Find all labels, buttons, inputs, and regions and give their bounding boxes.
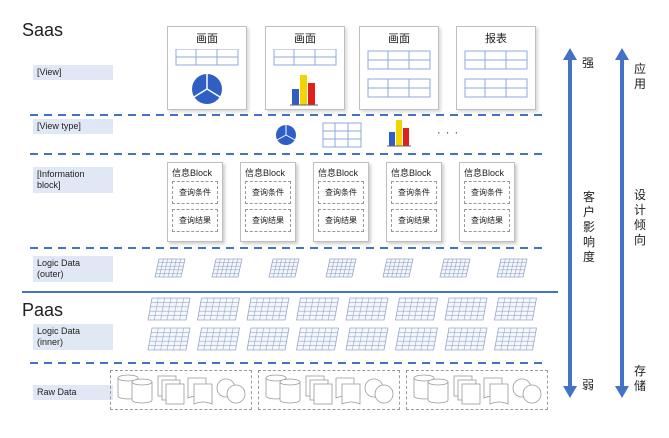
customer-influence-arrow bbox=[563, 48, 577, 398]
layer-label-logic-inner-line2: (inner) bbox=[37, 337, 64, 347]
layer-label-information-block-line1: [Information bbox=[37, 169, 85, 179]
raw-data-group-3 bbox=[406, 370, 548, 410]
tables-icon bbox=[367, 50, 431, 98]
info-block-3: 信息Block 查询条件 查询结果 bbox=[313, 162, 369, 242]
info-block-5: 信息Block 查询条件 查询结果 bbox=[459, 162, 515, 242]
axis-right-bottom: 存储 bbox=[633, 364, 646, 393]
view-panel-graphic bbox=[273, 49, 337, 106]
logic-inner-grid-icon bbox=[395, 327, 438, 351]
logic-inner-grid-icon bbox=[296, 327, 339, 351]
logic-inner-grid-icon bbox=[345, 327, 389, 351]
paas-tier-label: Paas bbox=[22, 300, 64, 320]
logic-inner-grid-icon bbox=[444, 327, 488, 351]
logic-inner-grid-icon bbox=[444, 297, 488, 321]
query-condition-box: 查询条件 bbox=[318, 181, 364, 204]
logic-inner-grid-icon bbox=[246, 297, 290, 321]
logic-outer-grid-icon bbox=[211, 258, 243, 278]
view-type-pie-icon bbox=[276, 125, 296, 145]
view-panel-title: 画面 bbox=[294, 33, 316, 45]
logic-outer-grid-icon bbox=[268, 258, 300, 278]
layer-label-logic-outer-line2: (outer) bbox=[37, 269, 64, 279]
view-panel-1: 画面 bbox=[167, 26, 247, 110]
layer-label-view-type: [View type] bbox=[33, 119, 113, 134]
bar-chart-icon bbox=[290, 75, 318, 106]
raw-data-group-2 bbox=[258, 370, 400, 410]
axis-right-middle: 设计倾向 bbox=[633, 188, 646, 247]
info-block-title: 信息Block bbox=[391, 168, 432, 178]
info-block-title: 信息Block bbox=[318, 168, 359, 178]
layer-label-logic-outer: Logic Data (outer) bbox=[33, 256, 113, 282]
query-result-box: 查询结果 bbox=[318, 209, 364, 232]
logic-inner-grid-icon bbox=[494, 327, 537, 351]
query-result-box: 查询结果 bbox=[245, 209, 291, 232]
logic-inner-grid-icon bbox=[147, 327, 191, 351]
layer-label-view: [View] bbox=[33, 65, 113, 80]
layer-label-logic-inner: Logic Data (inner) bbox=[33, 324, 113, 350]
view-panel-2: 画面 bbox=[265, 26, 345, 110]
view-panel-3: 画面 bbox=[359, 26, 439, 110]
info-block-4: 信息Block 查询条件 查询结果 bbox=[386, 162, 442, 242]
axis-left-top: 强 bbox=[581, 56, 595, 71]
query-condition-box: 查询条件 bbox=[464, 181, 510, 204]
logic-outer-grid-icon bbox=[496, 258, 528, 278]
logic-inner-grid-icon bbox=[147, 297, 191, 321]
query-result-box: 查询结果 bbox=[172, 209, 218, 232]
layer-label-information-block-line2: block] bbox=[37, 180, 61, 190]
logic-inner-grid-icon bbox=[345, 297, 389, 321]
query-result-box: 查询结果 bbox=[464, 209, 510, 232]
logic-inner-grid-icon bbox=[197, 297, 240, 321]
view-panel-title: 画面 bbox=[196, 33, 218, 45]
logic-inner-grid-icon bbox=[494, 297, 537, 321]
logic-inner-grid-icon bbox=[246, 327, 290, 351]
axis-left-bottom: 弱 bbox=[581, 378, 595, 393]
raw-data-source-icons bbox=[265, 374, 394, 405]
info-block-title: 信息Block bbox=[172, 168, 213, 178]
layer-label-raw-data: Raw Data bbox=[33, 385, 113, 400]
layer-label-information-block: [Information block] bbox=[33, 167, 113, 193]
logic-outer-grid-icon bbox=[325, 258, 357, 278]
design-tendency-arrow bbox=[615, 48, 629, 398]
view-type-bar-icon bbox=[387, 120, 411, 147]
axis-left-middle: 客户影响度 bbox=[581, 190, 597, 265]
view-type-more: · · · bbox=[437, 127, 460, 139]
query-condition-box: 查询条件 bbox=[391, 181, 437, 204]
saas-tier-label: Saas bbox=[22, 20, 64, 40]
info-block-1: 信息Block 查询条件 查询结果 bbox=[167, 162, 223, 242]
info-block-2: 信息Block 查询条件 查询结果 bbox=[240, 162, 296, 242]
logic-outer-grid-icon bbox=[439, 258, 471, 278]
info-block-title: 信息Block bbox=[245, 168, 286, 178]
raw-data-group-1 bbox=[110, 370, 252, 410]
view-panel-4: 报表 bbox=[456, 26, 536, 110]
logic-inner-grid-icon bbox=[395, 297, 438, 321]
axis-right-top: 应用 bbox=[633, 62, 646, 91]
tables-icon bbox=[464, 50, 528, 98]
logic-inner-grid-icon bbox=[296, 297, 339, 321]
query-result-box: 查询结果 bbox=[391, 209, 437, 232]
view-panel-title: 画面 bbox=[388, 33, 410, 45]
raw-data-source-icons bbox=[413, 374, 542, 405]
view-panel-title: 报表 bbox=[485, 33, 507, 45]
layer-label-logic-outer-line1: Logic Data bbox=[37, 258, 81, 268]
logic-outer-grid-icon bbox=[382, 258, 414, 278]
view-panel-graphic bbox=[175, 49, 239, 104]
query-condition-box: 查询条件 bbox=[245, 181, 291, 204]
pie-chart-icon bbox=[192, 74, 222, 104]
logic-outer-grid-icon bbox=[154, 258, 186, 278]
info-block-title: 信息Block bbox=[464, 168, 505, 178]
query-condition-box: 查询条件 bbox=[172, 181, 218, 204]
raw-data-source-icons bbox=[117, 374, 246, 405]
layer-label-logic-inner-line1: Logic Data bbox=[37, 326, 81, 336]
view-type-table-icon bbox=[322, 122, 362, 148]
logic-inner-grid-icon bbox=[197, 327, 240, 351]
